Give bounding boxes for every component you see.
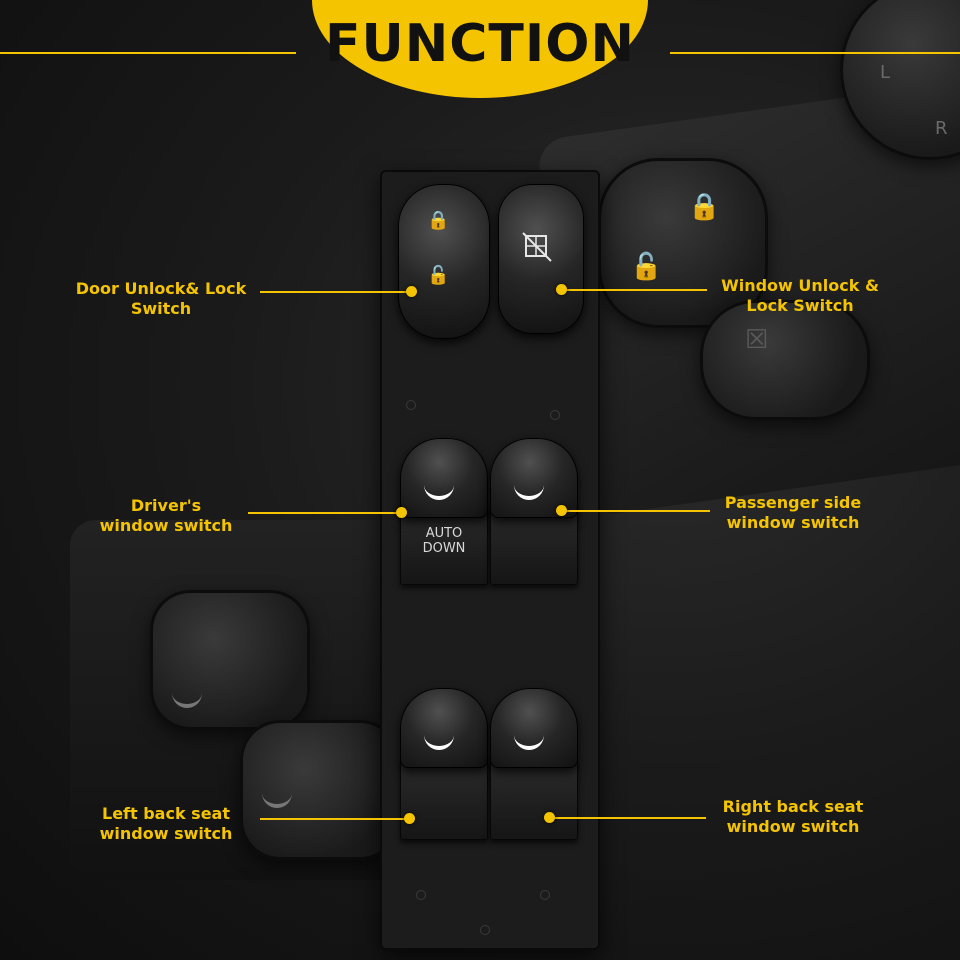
label-driver: Driver's window switch bbox=[90, 496, 242, 536]
label-passenger: Passenger side window switch bbox=[714, 493, 872, 533]
page-title: FUNCTION bbox=[325, 14, 635, 74]
label-door-lock-line2: Switch bbox=[130, 299, 192, 318]
label-left-back-line2: window switch bbox=[99, 824, 233, 843]
label-window-lock-line2: Lock Switch bbox=[746, 296, 854, 315]
background-padlock-icon: 🔒 bbox=[688, 192, 721, 222]
housing-screw bbox=[406, 400, 416, 410]
housing-screw bbox=[550, 410, 560, 420]
background-arc-icon bbox=[172, 690, 202, 708]
label-left-back-line1: Left back seat bbox=[102, 804, 230, 823]
background-mirror-label-l: L bbox=[880, 62, 891, 83]
window-lock-icon bbox=[522, 232, 552, 262]
pointer-dot-passenger bbox=[556, 505, 567, 516]
label-door-lock: Door Unlock& Lock Switch bbox=[68, 279, 254, 319]
auto-label: AUTO bbox=[425, 526, 463, 541]
label-window-lock: Window Unlock & Lock Switch bbox=[712, 276, 888, 316]
driver-window-paddle bbox=[400, 505, 488, 585]
pointer-dot-window-lock bbox=[556, 284, 567, 295]
background-lock-button bbox=[598, 158, 768, 328]
background-window-button bbox=[150, 590, 310, 730]
arc-icon bbox=[514, 732, 544, 750]
label-right-back-line2: window switch bbox=[726, 817, 860, 836]
housing-screw bbox=[416, 890, 426, 900]
arc-icon bbox=[424, 732, 454, 750]
label-door-lock-line1: Door Unlock& Lock bbox=[75, 279, 247, 298]
background-mirror-label-r: R bbox=[935, 118, 948, 139]
window-lock-button[interactable] bbox=[498, 184, 584, 334]
pointer-dot-driver bbox=[396, 507, 407, 518]
padlock-icon: 🔒 bbox=[427, 210, 450, 231]
label-right-back: Right back seat window switch bbox=[714, 797, 872, 837]
auto-down-label: AUTO DOWN bbox=[402, 526, 486, 556]
passenger-window-switch[interactable] bbox=[490, 438, 578, 518]
pointer-window-lock bbox=[562, 289, 707, 291]
right-back-window-paddle bbox=[490, 760, 578, 840]
pointer-dot-left-back bbox=[404, 813, 415, 824]
pointer-driver bbox=[248, 512, 402, 514]
label-passenger-line1: Passenger side bbox=[724, 493, 862, 512]
label-driver-line2: window switch bbox=[99, 516, 233, 535]
pointer-dot-door-lock bbox=[406, 286, 417, 297]
label-right-back-line1: Right back seat bbox=[722, 797, 864, 816]
background-window-lock-icon: ☒ bbox=[745, 325, 769, 355]
arc-icon bbox=[514, 482, 544, 500]
window-switch-assembly: 🔒 🔓 AUTO DOWN bbox=[380, 170, 600, 950]
pointer-passenger bbox=[564, 510, 710, 512]
pointer-right-back bbox=[554, 817, 706, 819]
background-window-lock-button bbox=[700, 300, 870, 420]
door-lock-button[interactable] bbox=[398, 184, 490, 339]
label-window-lock-line1: Window Unlock & bbox=[721, 276, 879, 295]
arc-icon bbox=[424, 482, 454, 500]
housing-screw bbox=[540, 890, 550, 900]
background-padlock-icon: 🔓 bbox=[630, 252, 663, 282]
pointer-left-back bbox=[260, 818, 408, 820]
title-line-right bbox=[670, 52, 960, 54]
padlock-open-icon: 🔓 bbox=[427, 265, 450, 286]
left-back-window-switch[interactable] bbox=[400, 688, 488, 768]
housing-screw bbox=[480, 925, 490, 935]
passenger-window-paddle bbox=[490, 505, 578, 585]
label-passenger-line2: window switch bbox=[726, 513, 860, 532]
label-driver-line1: Driver's bbox=[130, 496, 202, 515]
down-label: DOWN bbox=[422, 541, 466, 556]
pointer-dot-right-back bbox=[544, 812, 555, 823]
pointer-door-lock bbox=[260, 291, 412, 293]
background-arc-icon bbox=[262, 790, 292, 808]
label-left-back: Left back seat window switch bbox=[90, 804, 242, 844]
left-back-window-paddle bbox=[400, 760, 488, 840]
right-back-window-switch[interactable] bbox=[490, 688, 578, 768]
title-line-left bbox=[0, 52, 296, 54]
driver-window-switch[interactable] bbox=[400, 438, 488, 518]
